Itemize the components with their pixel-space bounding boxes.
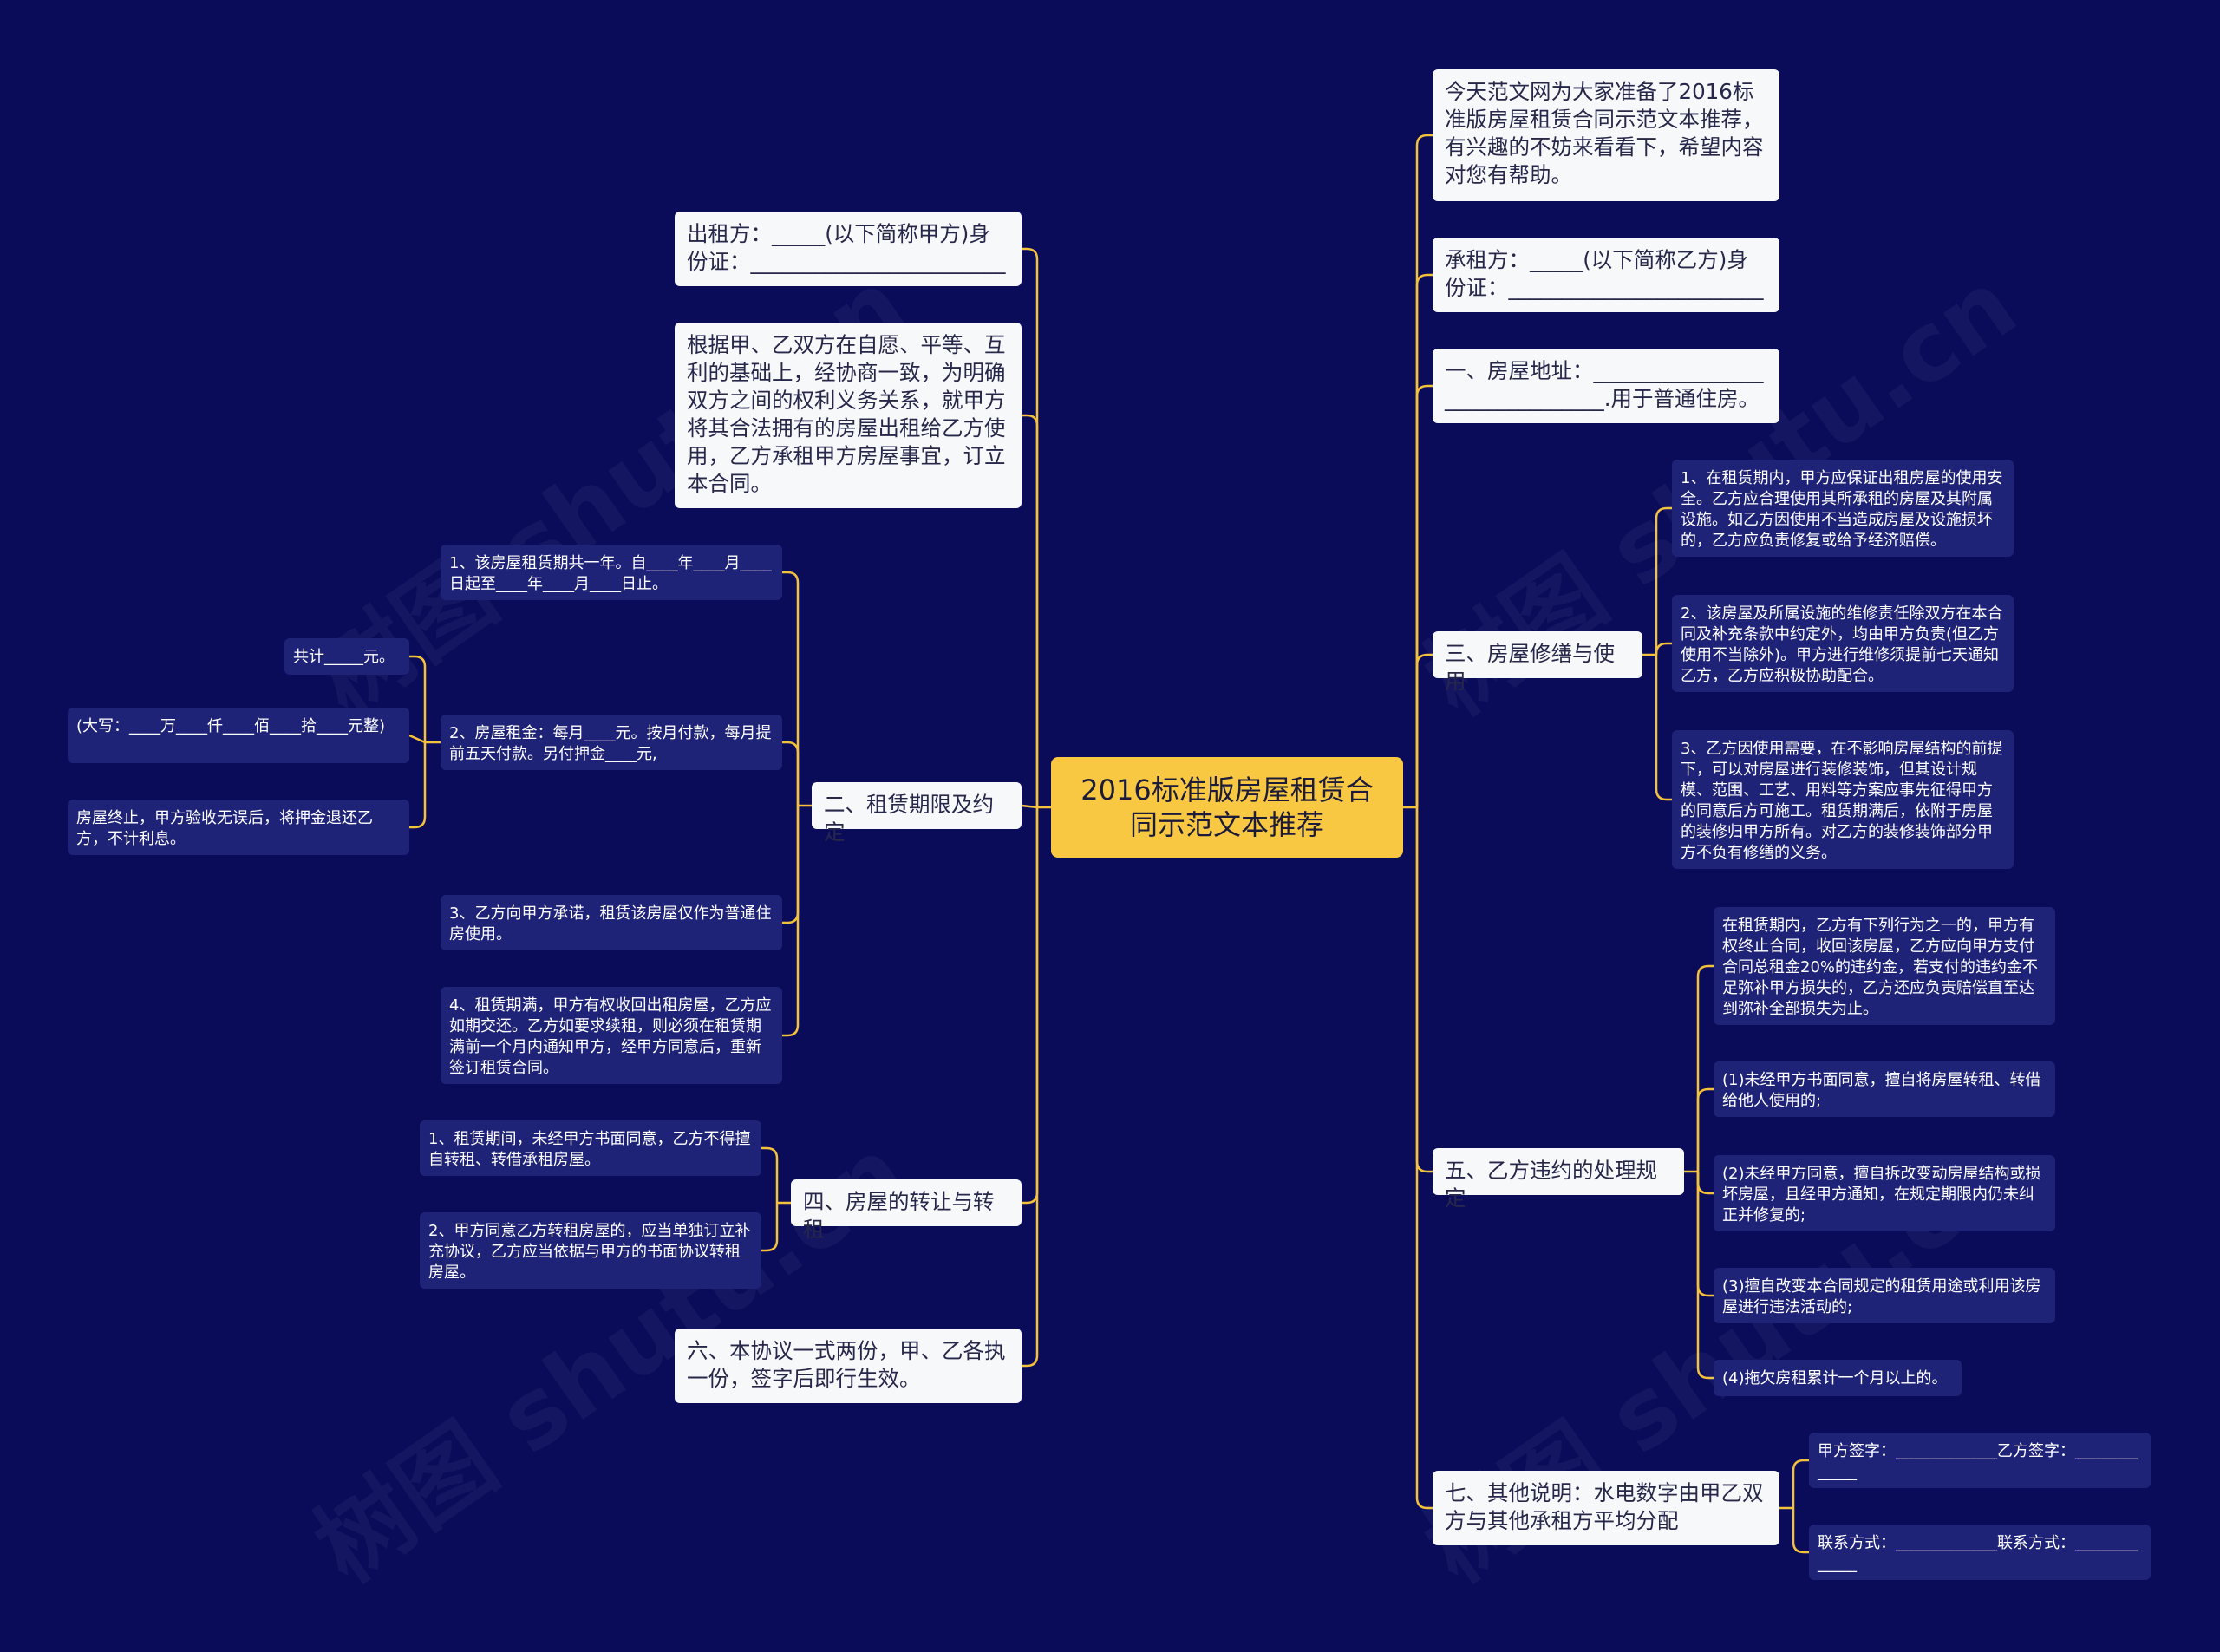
lease-item-2[interactable]: 2、房屋租金：每月____元。按月付款，每月提前五天付款。另付押金____元, <box>441 715 782 770</box>
breach-item-4[interactable]: (4)拖欠房租累计一个月以上的。 <box>1714 1360 1962 1396</box>
branch-intro[interactable]: 今天范文网为大家准备了2016标准版房屋租赁合同示范文本推荐，有兴趣的不妨来看看… <box>1433 69 1779 201</box>
lease-link-0 <box>782 571 800 806</box>
repair-link-0 <box>1655 506 1672 655</box>
breach-item-3[interactable]: (3)擅自改变本合同规定的租赁用途或利用该房屋进行违法活动的; <box>1714 1268 2055 1323</box>
repair-item-3[interactable]: 3、乙方因使用需要，在不影响房屋结构的前提下，可以对房屋进行装修装饰，但其设计规… <box>1672 730 2014 869</box>
root-right-link-5 <box>1415 807 1433 1510</box>
lease-link-1 <box>782 741 800 806</box>
root-left-link-3 <box>1022 807 1039 1205</box>
signature-line[interactable]: 甲方签字：_____________乙方签字：_____________ <box>1809 1433 2151 1488</box>
branch-landlord[interactable]: 出租方：_____(以下简称甲方)身份证：___________________… <box>675 212 1022 286</box>
branch-sublease[interactable]: 四、房屋的转让与转租 <box>791 1179 1022 1242</box>
sublease-link-1 <box>761 1203 779 1252</box>
breach-link-4 <box>1696 1172 1714 1380</box>
branch-preamble[interactable]: 根据甲、乙双方在自愿、平等、互利的基础上，经协商一致，为明确双方之间的权利义务关… <box>675 323 1022 508</box>
root-left-link-1 <box>1022 414 1039 807</box>
lease-link-3 <box>782 806 800 1037</box>
repair-item-2[interactable]: 2、该房屋及所属设施的维修责任除双方在本合同及补充条款中约定外，均由甲方负责(但… <box>1672 595 2014 692</box>
contact-line[interactable]: 联系方式：_____________联系方式：_____________ <box>1809 1525 2151 1580</box>
root-left-link-0 <box>1022 247 1039 807</box>
breach-item-intro[interactable]: 在租赁期内，乙方有下列行为之一的，甲方有权终止合同，收回该房屋，乙方应向甲方支付… <box>1714 907 2055 1025</box>
lease-item-4[interactable]: 4、租赁期满，甲方有权收回出租房屋，乙方应如期交还。乙方如要求续租，则必须在租赁… <box>441 987 782 1084</box>
deposit-refund[interactable]: 房屋终止，甲方验收无误后，将押金退还乙方，不计利息。 <box>68 800 409 855</box>
root-right-link-2 <box>1415 384 1433 807</box>
rent-link-1 <box>408 734 426 744</box>
lease-item-1[interactable]: 1、该房屋租赁期共一年。自____年____月____日起至____年____月… <box>441 545 782 600</box>
rent-in-words[interactable]: (大写：____万____仟____佰____拾____元整) <box>68 708 409 763</box>
breach-link-2 <box>1696 1172 1714 1195</box>
root-right-link-0 <box>1415 134 1433 807</box>
branch-tenant[interactable]: 承租方：_____(以下简称乙方)身份证：___________________… <box>1433 238 1779 312</box>
branch-address[interactable]: 一、房屋地址：_______________________________.用… <box>1433 349 1779 423</box>
root-topic[interactable]: 2016标准版房屋租赁合同示范文本推荐 <box>1051 757 1403 858</box>
breach-item-1[interactable]: (1)未经甲方书面同意，擅自将房屋转租、转借给他人使用的; <box>1714 1061 2055 1117</box>
sublease-link-0 <box>761 1146 779 1203</box>
root-right-link-1 <box>1415 273 1433 807</box>
branch-breach[interactable]: 五、乙方违约的处理规定 <box>1433 1148 1684 1211</box>
branch-repair[interactable]: 三、房屋修缮与使用 <box>1433 631 1642 694</box>
repair-link-2 <box>1655 655 1672 801</box>
sublease-item-2[interactable]: 2、甲方同意乙方转租房屋的，应当单独订立补充协议，乙方应当依据与甲方的书面协议转… <box>420 1212 761 1289</box>
breach-link-1 <box>1696 1087 1714 1172</box>
rent-link-0 <box>409 655 427 742</box>
other-link-1 <box>1792 1508 1809 1554</box>
root-left-link-4 <box>1022 807 1039 1368</box>
root-right-link-4 <box>1415 807 1433 1173</box>
lease-item-3[interactable]: 3、乙方向甲方承诺，租赁该房屋仅作为普通住房使用。 <box>441 895 782 950</box>
repair-item-1[interactable]: 1、在租赁期内，甲方应保证出租房屋的使用安全。乙方应合理使用其所承租的房屋及其附… <box>1672 460 2014 557</box>
branch-copies[interactable]: 六、本协议一式两份，甲、乙各执一份，签字后即行生效。 <box>675 1329 1022 1403</box>
branch-other[interactable]: 七、其他说明：水电数字由甲乙双方与其他承租方平均分配 <box>1433 1471 1779 1545</box>
sublease-item-1[interactable]: 1、租赁期间，未经甲方书面同意，乙方不得擅自转租、转借承租房屋。 <box>420 1120 761 1176</box>
root-right-link-3 <box>1415 653 1433 807</box>
other-link-0 <box>1792 1459 1809 1508</box>
repair-link-1 <box>1655 642 1672 655</box>
rent-total[interactable]: 共计_____元。 <box>284 638 409 675</box>
breach-link-0 <box>1696 964 1714 1172</box>
root-left-link-2 <box>1021 804 1038 809</box>
branch-lease-term[interactable]: 二、租赁期限及约定 <box>812 782 1022 845</box>
lease-link-2 <box>782 806 800 924</box>
breach-item-2[interactable]: (2)未经甲方同意，擅自拆改变动房屋结构或损坏房屋，且经甲方通知，在规定期限内仍… <box>1714 1155 2055 1231</box>
rent-link-2 <box>409 742 427 829</box>
